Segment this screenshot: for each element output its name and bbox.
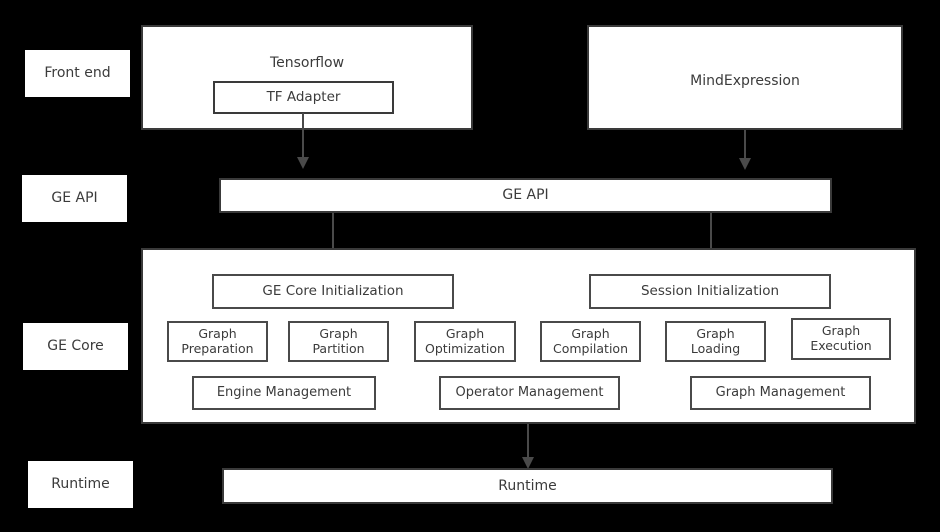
graph-partition-box[interactable]: Graph Partition	[288, 321, 389, 362]
session-initialization-label: Session Initialization	[640, 282, 780, 299]
arrowhead-ge-core-to-runtime	[522, 457, 534, 469]
ge-core-initialization-label: GE Core Initialization	[262, 282, 404, 299]
ge-api-bar[interactable]: GE API	[219, 178, 832, 213]
graph-management-box[interactable]: Graph Management	[690, 376, 871, 410]
mindexpression-frame[interactable]: MindExpression	[587, 25, 903, 130]
stage-label-ge-api: GE API	[22, 175, 127, 222]
stage-label-front-end: Front end	[25, 50, 130, 97]
operator-management-label: Operator Management	[455, 385, 604, 401]
tensorflow-label: Tensorflow	[269, 55, 345, 71]
stage-label-ge-core: GE Core	[23, 323, 128, 370]
stage-label-runtime-text: Runtime	[51, 476, 110, 493]
graph-optimization-label: Graph Optimization	[425, 325, 505, 356]
operator-management-box[interactable]: Operator Management	[439, 376, 620, 410]
runtime-bar[interactable]: Runtime	[222, 468, 833, 504]
engine-management-label: Engine Management	[216, 385, 352, 401]
graph-execution-box[interactable]: Graph Execution	[791, 318, 891, 360]
graph-loading-label: Graph Loading	[690, 325, 741, 356]
tensorflow-frame[interactable]: Tensorflow	[141, 25, 473, 130]
arrowhead-tf-adapter-to-ge-api	[297, 157, 309, 169]
engine-management-box[interactable]: Engine Management	[192, 376, 376, 410]
connector-ge-api-to-ge-core-init	[332, 213, 334, 261]
graph-preparation-label: Graph Preparation	[181, 325, 254, 356]
tf-adapter-label: TF Adapter	[266, 88, 341, 105]
connector-mindexpression-to-ge-api	[744, 130, 746, 162]
tf-adapter-box[interactable]: TF Adapter	[213, 81, 394, 114]
graph-loading-box[interactable]: Graph Loading	[665, 321, 766, 362]
ge-core-initialization-box[interactable]: GE Core Initialization	[212, 274, 454, 309]
graph-management-label: Graph Management	[715, 385, 846, 401]
mindexpression-label: MindExpression	[690, 73, 800, 89]
stage-label-ge-core-text: GE Core	[47, 338, 104, 355]
graph-preparation-box[interactable]: Graph Preparation	[167, 321, 268, 362]
graph-compilation-label: Graph Compilation	[552, 325, 629, 356]
graph-optimization-box[interactable]: Graph Optimization	[414, 321, 516, 362]
graph-execution-label: Graph Execution	[810, 323, 872, 353]
connector-tf-adapter-to-ge-api	[302, 113, 304, 161]
graph-compilation-box[interactable]: Graph Compilation	[540, 321, 641, 362]
ge-api-bar-label: GE API	[502, 187, 549, 204]
stage-label-ge-api-text: GE API	[51, 190, 98, 207]
session-initialization-box[interactable]: Session Initialization	[589, 274, 831, 309]
runtime-bar-label: Runtime	[498, 477, 557, 494]
graph-partition-label: Graph Partition	[312, 325, 365, 356]
connector-ge-api-to-session-init	[710, 213, 712, 261]
stage-label-front-end-text: Front end	[44, 65, 111, 82]
connector-ge-core-to-runtime	[527, 424, 529, 462]
arrowhead-mindexpression-to-ge-api	[739, 158, 751, 170]
stage-label-runtime: Runtime	[28, 461, 133, 508]
